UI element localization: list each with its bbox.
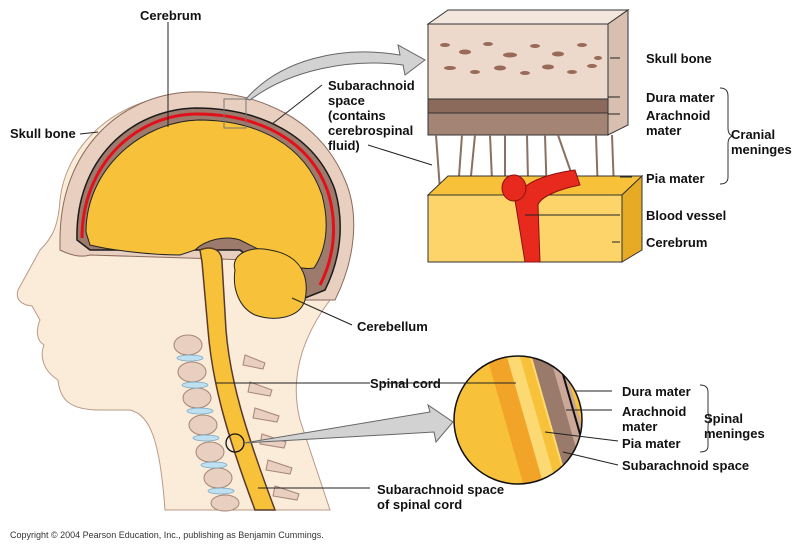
label-cranial-skull-bone: Skull bone bbox=[646, 51, 712, 66]
head-illustration bbox=[16, 91, 355, 512]
label-cerebrum: Cerebrum bbox=[140, 8, 202, 23]
label-blood-vessel: Blood vessel bbox=[646, 208, 727, 223]
copyright-notice: Copyright © 2004 Pearson Education, Inc.… bbox=[10, 530, 324, 540]
dura-band bbox=[427, 98, 609, 114]
label-cranial-cerebrum: Cerebrum bbox=[646, 235, 708, 250]
cerebellum-shape bbox=[233, 248, 307, 319]
label-spinal-pia-mater: Pia mater bbox=[622, 436, 681, 451]
label-spinal-subarachnoid-space: Subarachnoid space bbox=[622, 458, 750, 473]
label-skull-bone: Skull bone bbox=[10, 126, 76, 141]
label-cranial-dura-mater: Dura mater bbox=[646, 90, 715, 105]
brackets bbox=[699, 87, 734, 453]
label-cerebellum: Cerebellum bbox=[357, 319, 428, 334]
label-cranial-pia-mater: Pia mater bbox=[646, 171, 705, 186]
cerebrum-shape bbox=[85, 119, 327, 269]
label-cranial-arachnoid-mater: Arachnoid mater bbox=[646, 108, 711, 138]
cranial-bracket bbox=[719, 87, 734, 185]
arachnoid-band bbox=[427, 112, 609, 136]
skull-block-top bbox=[426, 9, 630, 25]
spinal-inset bbox=[453, 355, 583, 485]
label-spinal-cord: Spinal cord bbox=[370, 376, 441, 391]
vertebral-discs bbox=[176, 354, 235, 495]
spinal-inset-border bbox=[453, 355, 583, 485]
label-subarachnoid-space-spinal: Subarachnoid space of spinal cord bbox=[377, 482, 505, 512]
label-cranial-meninges: Cranial meninges bbox=[731, 127, 792, 157]
label-spinal-arachnoid-mater: Arachnoid mater bbox=[622, 404, 687, 434]
skull-block-side bbox=[607, 9, 629, 136]
cranial-zoom-arrow bbox=[245, 44, 426, 101]
cranial-inset bbox=[426, 9, 644, 263]
spinal-zoom-arrow bbox=[243, 403, 454, 444]
label-spinal-meninges: Spinal meninges bbox=[704, 411, 765, 441]
subarachnoid-red bbox=[80, 112, 336, 286]
spinal-cord-shape bbox=[199, 247, 277, 511]
skull-block-front bbox=[427, 23, 609, 100]
blood-vessel-opening bbox=[501, 174, 527, 202]
spinous-processes bbox=[242, 354, 300, 501]
spinal-bracket bbox=[699, 384, 713, 453]
leader-lines bbox=[79, 22, 632, 489]
label-subarachnoid-space: Subarachnoid space (contains cerebrospin… bbox=[328, 78, 415, 153]
vertebrae bbox=[173, 334, 240, 512]
label-spinal-dura-mater: Dura mater bbox=[622, 384, 691, 399]
cranial-zoom-box bbox=[223, 98, 247, 129]
bone-pores bbox=[440, 42, 602, 75]
